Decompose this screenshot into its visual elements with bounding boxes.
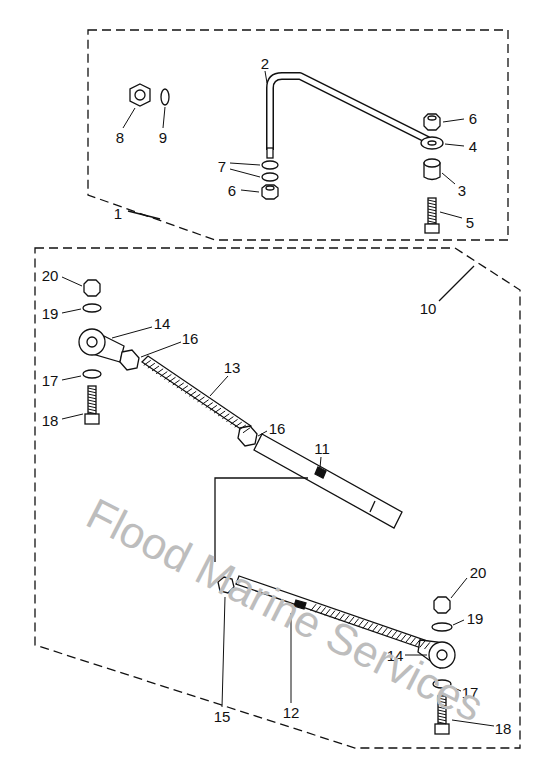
group-outline <box>35 248 520 748</box>
callout-number: 16 <box>269 421 286 436</box>
thread-stroke <box>210 405 217 410</box>
callout-number: 15 <box>214 709 231 724</box>
thread-stroke <box>88 403 96 405</box>
thread-stroke <box>160 372 167 377</box>
thread-stroke <box>428 212 436 214</box>
callout-number: 20 <box>470 565 487 580</box>
thread-stroke <box>152 366 159 371</box>
callout-number: 9 <box>159 130 167 145</box>
thread-stroke <box>202 400 209 405</box>
callout-number: 17 <box>42 373 59 388</box>
thread-stroke <box>420 641 425 648</box>
thread-stroke <box>428 203 436 205</box>
thread-stroke <box>88 397 96 399</box>
drag-link <box>130 76 443 233</box>
thread-stroke <box>406 636 411 643</box>
thread-stroke <box>428 200 436 202</box>
thread-stroke <box>164 374 171 379</box>
callout-number: 12 <box>283 705 300 720</box>
callout-number: 1 <box>114 206 122 221</box>
thread-stroke <box>88 412 96 414</box>
thread-stroke <box>206 403 213 408</box>
thread-stroke <box>382 628 387 635</box>
thread-stroke <box>396 633 401 640</box>
thread-stroke <box>156 369 163 374</box>
callout-number: 6 <box>469 111 477 126</box>
callout-number: 18 <box>42 413 59 428</box>
thread-stroke <box>428 209 436 211</box>
thread-stroke <box>428 215 436 217</box>
thread-stroke <box>193 394 200 399</box>
thread-stroke <box>177 383 184 388</box>
thread-stroke <box>387 630 392 637</box>
thread-stroke <box>428 218 436 220</box>
callout-number: 8 <box>116 130 124 145</box>
thread-stroke <box>173 380 180 385</box>
thread-stroke <box>198 397 205 402</box>
callout-number: 19 <box>467 611 484 626</box>
thread-stroke <box>391 631 396 638</box>
thread-stroke <box>181 386 188 391</box>
group-outline <box>88 30 508 240</box>
thread-stroke <box>88 406 96 408</box>
thread-stroke <box>239 425 246 430</box>
thread-stroke <box>169 377 176 382</box>
thread-stroke <box>243 428 250 433</box>
thread-stroke <box>88 388 96 390</box>
callout-number: 14 <box>154 316 171 331</box>
callout-number: 3 <box>458 183 466 198</box>
thread-stroke <box>88 409 96 411</box>
thread-stroke <box>410 638 415 645</box>
callout-number: 6 <box>228 183 236 198</box>
callout-number: 2 <box>261 56 269 71</box>
callout-number: 11 <box>314 441 330 456</box>
watermark: Flood Marine Services <box>80 491 490 729</box>
thread-stroke <box>401 634 406 641</box>
callout-number: 7 <box>218 159 226 174</box>
thread-stroke <box>189 391 196 396</box>
thread-stroke <box>415 639 420 646</box>
thread-stroke <box>218 411 225 416</box>
thread-stroke <box>185 388 192 393</box>
thread-stroke <box>226 417 233 422</box>
thread-stroke <box>214 408 221 413</box>
thread-stroke <box>144 360 151 365</box>
thread-stroke <box>148 363 155 368</box>
callout-number: 20 <box>42 268 59 283</box>
thread-stroke <box>88 391 96 393</box>
thread-stroke <box>424 642 429 649</box>
thread-stroke <box>88 394 96 396</box>
thread-stroke <box>235 422 242 427</box>
callout-number: 5 <box>466 215 474 230</box>
thread-stroke <box>428 221 436 223</box>
callout-number: 10 <box>420 301 437 316</box>
thread-stroke <box>438 722 446 724</box>
callout-number: 18 <box>495 721 512 736</box>
thread-stroke <box>438 719 446 721</box>
thread-stroke <box>222 414 229 419</box>
thread-stroke <box>428 206 436 208</box>
thread-stroke <box>231 419 238 424</box>
leader-lines <box>123 71 464 218</box>
callout-number: 4 <box>469 139 477 154</box>
thread-stroke <box>88 400 96 402</box>
callout-number: 19 <box>42 306 59 321</box>
callout-number: 13 <box>224 360 241 375</box>
callout-number: 16 <box>182 331 199 346</box>
